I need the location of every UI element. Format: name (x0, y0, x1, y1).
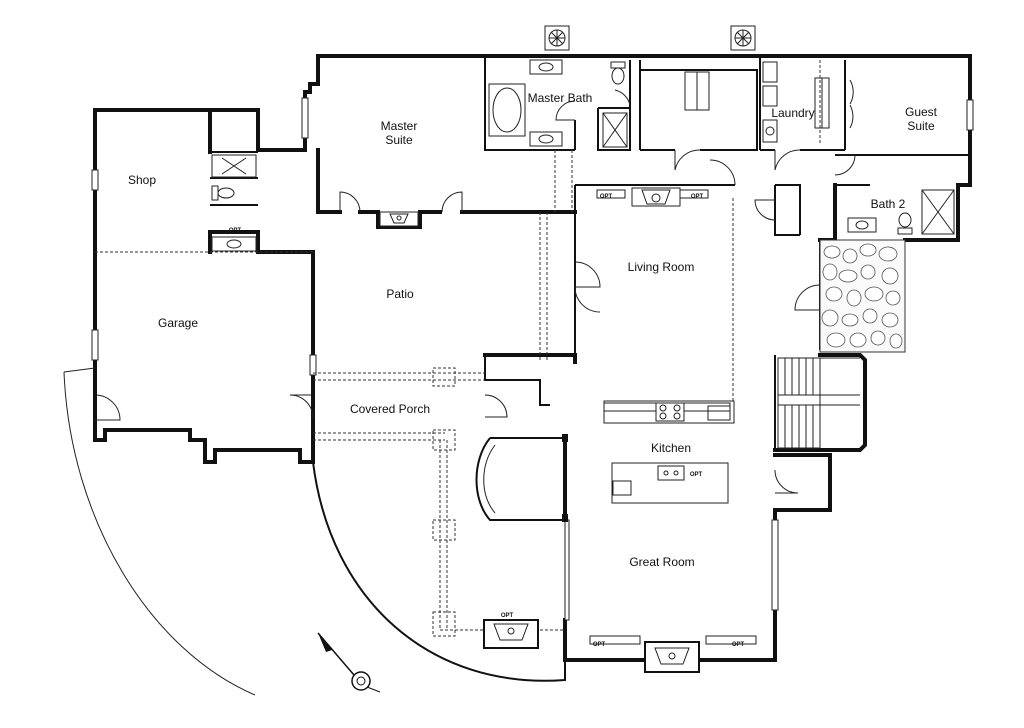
room-label-shop: Shop (128, 173, 156, 187)
exterior-walls (93, 54, 972, 662)
room-label-great-room: Great Room (629, 555, 694, 569)
shower-icon (211, 154, 257, 178)
opt-label: OPT (732, 642, 745, 648)
shower-icon (602, 112, 628, 148)
door-swing-icon (94, 79, 856, 494)
room-label-covered-porch: Covered Porch (350, 402, 430, 416)
fireplace-icon (644, 641, 700, 673)
toilet-icon (610, 61, 626, 85)
opt-label: OPT (600, 194, 613, 200)
stair-icon (777, 357, 860, 449)
room-label-guest-suite: Guest (905, 105, 938, 119)
sink-icon (211, 236, 257, 252)
fireplace-icon (379, 211, 419, 227)
toilet-icon (211, 185, 235, 201)
north-arrow-icon (317, 632, 381, 693)
room-label-patio: Patio (386, 287, 414, 301)
opt-labels: OPT OPT OPT OPT OPT OPT OPT (229, 194, 745, 648)
range-icon (655, 402, 685, 422)
shower-icon (921, 189, 955, 235)
opt-label: OPT (593, 642, 606, 648)
opt-label: OPT (691, 194, 704, 200)
tub-icon (488, 83, 526, 137)
room-labels: Master Bath Master Suite Laundry Guest S… (128, 91, 938, 569)
fireplace-icon (483, 619, 539, 649)
room-label-master-suite-2: Suite (385, 133, 413, 147)
sink-icon (529, 131, 563, 147)
opt-label: OPT (501, 613, 514, 619)
sink-icon (847, 217, 877, 233)
room-label-kitchen: Kitchen (651, 441, 691, 455)
laundry-appliances (684, 60, 830, 145)
room-label-laundry: Laundry (771, 106, 814, 120)
exhaust-fan-icon (544, 25, 570, 51)
opt-label: OPT (690, 472, 703, 478)
sink-icon (529, 59, 563, 75)
toilet-icon (897, 212, 913, 235)
yard-arc (63, 367, 566, 696)
windows (91, 97, 974, 645)
stone-patio (819, 239, 906, 353)
fireplace-icon (631, 187, 681, 207)
room-label-master-bath: Master Bath (528, 91, 593, 105)
room-label-guest-suite-2: Suite (907, 119, 935, 133)
room-label-bath-2: Bath 2 (871, 197, 906, 211)
room-label-living-room: Living Room (628, 260, 695, 274)
room-label-master-suite: Master (381, 119, 418, 133)
room-label-garage: Garage (158, 316, 198, 330)
exhaust-fan-icon (730, 25, 756, 51)
kitchen-island (611, 405, 731, 504)
bay-window (475, 434, 568, 522)
opt-label: OPT (229, 228, 242, 234)
